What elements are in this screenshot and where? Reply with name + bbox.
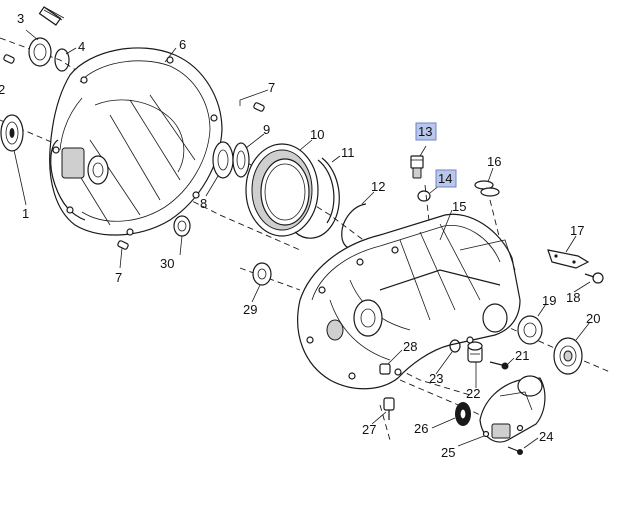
callout-30[interactable]: 30: [160, 256, 174, 271]
part-ring-11: [294, 157, 340, 239]
leader-lines: [13, 29, 591, 449]
part-bushing-19: [517, 315, 543, 345]
callout-19[interactable]: 19: [542, 293, 556, 308]
part-bolt-top: [38, 6, 65, 26]
part-snapring-4: [54, 48, 70, 72]
part-rear-case-15: [297, 213, 521, 390]
part-screw-24: [507, 446, 523, 455]
part-seal-26: [455, 402, 471, 426]
part-seal-3: [28, 37, 52, 67]
callout-13-highlight: [415, 122, 437, 141]
callout-2[interactable]: 2: [0, 82, 5, 97]
part-front-case-6: [49, 47, 223, 236]
callout-23[interactable]: 23: [429, 371, 443, 386]
part-ring-9: [232, 142, 250, 178]
callout-21[interactable]: 21: [515, 348, 529, 363]
callout-27[interactable]: 27: [362, 422, 376, 437]
callout-3[interactable]: 3: [17, 11, 24, 26]
part-seal-20: [553, 337, 583, 375]
part-dowel-2: [3, 54, 15, 64]
part-chain-10: [245, 143, 319, 237]
callout-13[interactable]: 13: [418, 124, 432, 139]
callout-16[interactable]: 16: [487, 154, 501, 169]
callout-14-highlight: [435, 169, 457, 188]
callout-7a[interactable]: 7: [268, 80, 275, 95]
part-seal-29: [252, 262, 272, 286]
callout-28[interactable]: 28: [403, 339, 417, 354]
part-plug-28: [379, 363, 391, 375]
callout-7b[interactable]: 7: [115, 270, 122, 285]
callout-24[interactable]: 24: [539, 429, 553, 444]
part-screw-18: [584, 272, 604, 284]
callout-labels: 1 2 3 4 6 7 7 8 9 10 11 12 13 14 15 16 1…: [0, 11, 600, 460]
part-seal-30: [173, 215, 191, 237]
callout-9[interactable]: 9: [263, 122, 270, 137]
callout-14[interactable]: 14: [438, 171, 452, 186]
callout-26[interactable]: 26: [414, 421, 428, 436]
callout-29[interactable]: 29: [243, 302, 257, 317]
part-pin-7b: [117, 240, 129, 250]
callout-20[interactable]: 20: [586, 311, 600, 326]
callout-11[interactable]: 11: [341, 145, 355, 160]
part-vent-13: [410, 155, 424, 179]
callout-12[interactable]: 12: [371, 179, 385, 194]
callout-25[interactable]: 25: [441, 445, 455, 460]
part-bracket-17: [547, 249, 590, 269]
part-actuator-25: [479, 375, 546, 443]
part-seal-1: [0, 114, 24, 152]
callout-17[interactable]: 17: [570, 223, 584, 238]
part-washer-14: [417, 190, 431, 202]
part-plug-16: [474, 180, 500, 197]
callout-18[interactable]: 18: [566, 290, 580, 305]
callout-22[interactable]: 22: [466, 386, 480, 401]
part-bearing-8: [212, 141, 234, 179]
part-bolt-27: [383, 397, 395, 420]
part-screw-21: [489, 361, 509, 370]
callout-4[interactable]: 4: [78, 39, 85, 54]
callout-15[interactable]: 15: [452, 199, 466, 214]
part-oring-23: [449, 339, 461, 353]
callout-10[interactable]: 10: [310, 127, 324, 142]
part-pin-7a: [253, 102, 265, 112]
callout-1[interactable]: 1: [22, 206, 29, 221]
callout-8[interactable]: 8: [200, 196, 207, 211]
callout-6[interactable]: 6: [179, 37, 186, 52]
part-sensor-22: [467, 341, 483, 363]
